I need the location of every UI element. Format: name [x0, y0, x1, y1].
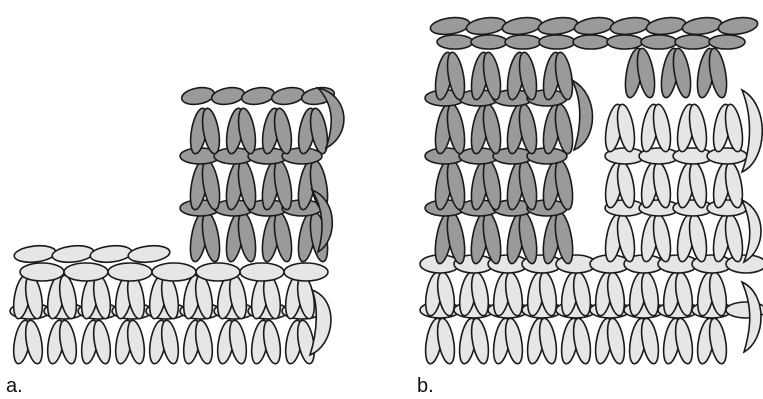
stitch-loop: [639, 317, 662, 365]
stitch-loop: [681, 15, 722, 36]
stitch-loop: [673, 317, 696, 365]
stitch-loop: [717, 15, 758, 36]
stitch-loop: [210, 85, 245, 106]
stitch-loop: [429, 15, 470, 36]
turn-curl: [572, 80, 593, 150]
stitch-loop: [686, 103, 709, 153]
stitch-loop: [271, 211, 294, 263]
stitch-loop: [270, 85, 305, 106]
stitch-loop: [537, 317, 560, 365]
stitch-loop: [609, 15, 650, 36]
stitch-loop: [675, 35, 711, 49]
stitch-loop: [227, 319, 249, 365]
stitch-loop: [709, 35, 745, 49]
stitch-loop: [537, 15, 578, 36]
stitch-loop: [573, 15, 614, 36]
stitch-loop: [125, 319, 147, 365]
stitch-loop: [180, 85, 215, 106]
stitch-loop: [726, 255, 763, 273]
edge-curl: [742, 200, 761, 262]
stitch-loop: [573, 35, 609, 49]
stitch-loop: [435, 317, 458, 365]
stitch-loop: [91, 319, 113, 365]
stitch-loop: [108, 263, 152, 281]
stitch-loop: [159, 319, 181, 365]
stitch-loop: [707, 317, 730, 365]
stitch-loop: [261, 319, 283, 365]
stitch-loop: [465, 15, 506, 36]
stitch-loop: [670, 47, 693, 99]
stitch-loop: [240, 85, 275, 106]
stitch-loop: [127, 244, 170, 264]
swatch-b: [420, 15, 763, 365]
stitch-loop: [503, 317, 526, 365]
swatch-a: [10, 85, 344, 365]
stitch-loop: [722, 103, 745, 153]
stitch-loop: [645, 15, 686, 36]
stitch-loop: [539, 35, 575, 49]
stitch-loop: [501, 15, 542, 36]
stitch-loop: [51, 244, 94, 264]
stitch-loop: [571, 317, 594, 365]
stitch-loop: [89, 244, 132, 264]
stitch-loop: [444, 103, 467, 155]
stitch-loop: [706, 47, 729, 99]
stitch-loop: [196, 263, 240, 281]
stitch-loop: [516, 103, 539, 155]
stitch-loop: [152, 263, 196, 281]
stitch-loop: [722, 213, 745, 263]
stitch-loop: [471, 35, 507, 49]
stitch-loop: [64, 263, 108, 281]
stitch-loop: [469, 317, 492, 365]
caption-a: a.: [6, 376, 23, 396]
stitch-loop: [634, 47, 657, 99]
stitch-loop: [605, 317, 628, 365]
edge-curl: [742, 90, 762, 172]
stitch-loop: [480, 103, 503, 155]
stitch-loop: [437, 35, 473, 49]
caption-b: b.: [417, 376, 434, 396]
stitch-loop: [552, 103, 575, 155]
stitch-loop: [607, 35, 643, 49]
stitch-loop: [199, 211, 222, 263]
stitch-loop: [650, 103, 673, 153]
stitch-loop: [235, 211, 258, 263]
stitch-loop: [284, 263, 328, 281]
stitch-loop: [193, 319, 215, 365]
stitch-loop: [20, 263, 64, 281]
stitch-loop: [641, 35, 677, 49]
stitch-loop: [240, 263, 284, 281]
stitch-loop: [505, 35, 541, 49]
stitch-loop: [13, 244, 56, 264]
stitch-loop: [614, 103, 637, 153]
stitch-loop: [57, 319, 79, 365]
stitch-loop: [686, 213, 709, 263]
stitch-loop: [23, 319, 45, 365]
